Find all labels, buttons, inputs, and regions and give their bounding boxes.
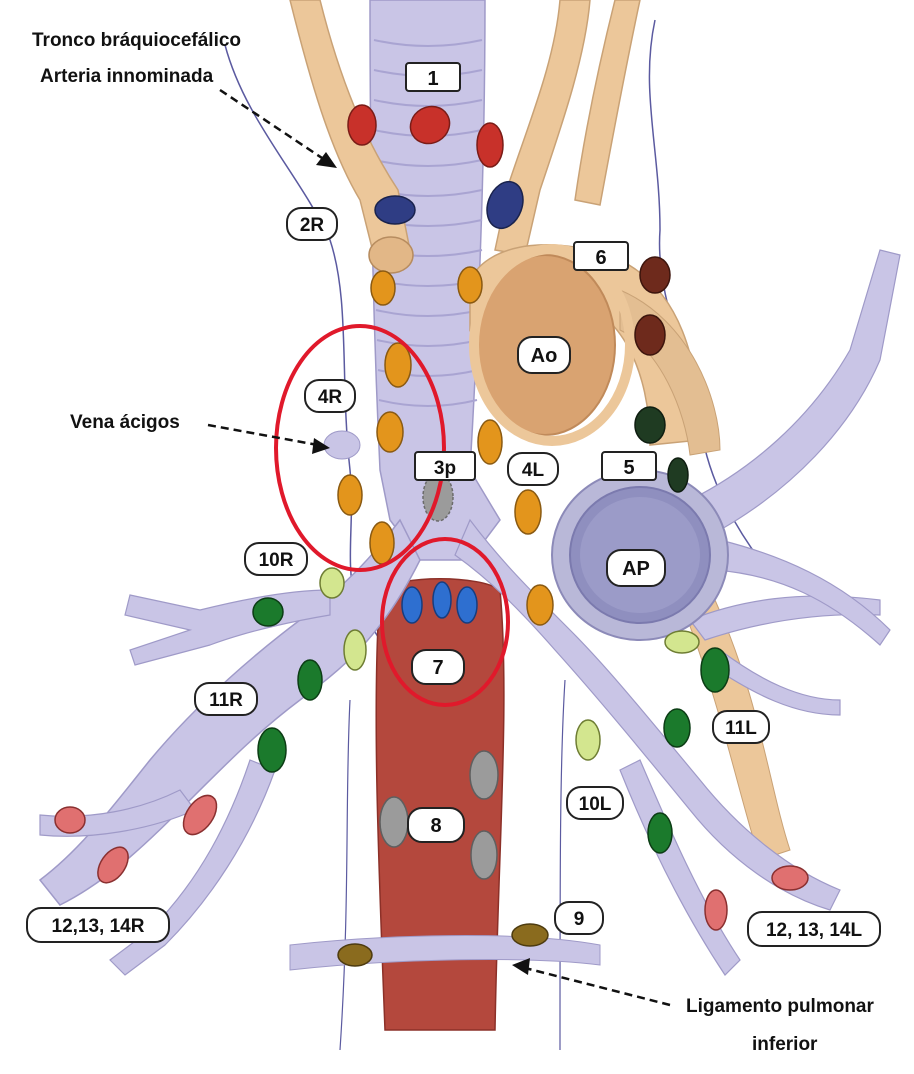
station-label-1-text: 1 <box>427 68 438 90</box>
node-7a <box>402 587 422 623</box>
node-4r-c <box>377 412 403 452</box>
node-10r-a <box>320 568 344 598</box>
station-label-4l-text: 4L <box>522 460 545 481</box>
station-label-9-text: 9 <box>574 909 585 930</box>
node-10l-a <box>665 631 699 653</box>
node-11l-a <box>701 648 729 692</box>
station-label-7: 7 <box>412 650 464 684</box>
node-1a <box>348 105 376 145</box>
node-11r-b <box>298 660 322 700</box>
node-4r-e <box>370 522 394 564</box>
station-label-2r-text: 2R <box>300 215 325 236</box>
station-label-5: 5 <box>602 452 656 480</box>
ligament-annotation-line1: Ligamento pulmonar <box>686 996 875 1017</box>
node-12l-a <box>772 866 808 890</box>
ligament-arrowhead <box>512 958 530 975</box>
node-4l-c <box>515 490 541 534</box>
station-label-7-text: 7 <box>432 657 443 679</box>
left-pleura-lower <box>560 680 565 1050</box>
station-label-8: 8 <box>408 808 464 842</box>
station-label-12r: 12,13, 14R <box>27 908 169 942</box>
station-label-3p-text: 3p <box>434 458 456 479</box>
node-5b <box>668 458 688 492</box>
node-9a <box>338 944 372 966</box>
station-label-2r: 2R <box>287 208 337 240</box>
node-10r-b <box>344 630 366 670</box>
node-7b <box>433 582 451 618</box>
station-label-11l-text: 11L <box>725 718 757 739</box>
node-4r-d <box>338 475 362 515</box>
node-6b <box>635 315 665 355</box>
station-label-12l: 12, 13, 14L <box>748 912 880 946</box>
brachiocephalic-annotation-line2: Arteria innominada <box>40 66 214 87</box>
node-12r-a <box>55 807 85 833</box>
station-label-10r: 10R <box>245 543 307 575</box>
node-1c <box>477 123 503 167</box>
pulmonary-artery-label-text: AP <box>622 558 650 580</box>
node-6a <box>640 257 670 293</box>
brachiocephalic-annotation-line1: Tronco bráquiocefálico <box>32 30 241 51</box>
ligament-arrow <box>525 968 670 1005</box>
pulmonary-artery-label: AP <box>607 550 665 586</box>
azygos-annotation: Vena ácigos <box>70 412 180 433</box>
right-pleura-lower <box>340 700 350 1050</box>
station-label-6-text: 6 <box>595 247 606 269</box>
node-11l-b <box>664 709 690 747</box>
station-label-5-text: 5 <box>623 457 634 479</box>
station-label-8-text: 8 <box>430 815 441 837</box>
node-11r-c <box>258 728 286 772</box>
left-pulmonary-artery-branch <box>690 250 900 530</box>
node-11r-a <box>253 598 283 626</box>
azygos-arrow <box>208 425 318 445</box>
node-8a <box>470 751 498 799</box>
node-8b <box>380 797 408 847</box>
node-2r <box>375 196 415 224</box>
brachiocephalic-arrow <box>220 90 325 160</box>
station-7-nodes <box>402 582 477 623</box>
station-label-11r: 11R <box>195 683 257 715</box>
ligament-annotation-line2: inferior <box>752 1034 818 1055</box>
aorta-label-text: Ao <box>531 345 558 367</box>
node-10l-b <box>576 720 600 760</box>
node-5a <box>635 407 665 443</box>
node-4r-a <box>371 271 395 305</box>
node-9b <box>512 924 548 946</box>
node-8c <box>471 831 497 879</box>
node-11l-c <box>648 813 672 853</box>
node-4l-a <box>458 267 482 303</box>
station-label-12l-text: 12, 13, 14L <box>766 920 863 941</box>
azygos-vein <box>324 431 360 459</box>
brachiocephalic-artery-cut <box>369 237 413 273</box>
aorta-label: Ao <box>518 337 570 373</box>
station-label-3p: 3p <box>415 452 475 480</box>
station-label-4l: 4L <box>508 453 558 485</box>
station-label-10l: 10L <box>567 787 623 819</box>
station-label-4r-text: 4R <box>318 387 343 408</box>
node-4l-d <box>527 585 553 625</box>
station-label-10l-text: 10L <box>579 794 612 815</box>
node-12l-b <box>705 890 727 930</box>
node-4l-b <box>478 420 502 464</box>
station-label-12r-text: 12,13, 14R <box>52 916 145 937</box>
station-label-10r-text: 10R <box>259 550 294 571</box>
brachiocephalic-arrowhead <box>316 152 337 168</box>
station-label-1: 1 <box>406 63 460 91</box>
station-label-9: 9 <box>555 902 603 934</box>
station-label-6: 6 <box>574 242 628 270</box>
station-label-4r: 4R <box>305 380 355 412</box>
station-label-11l: 11L <box>713 711 769 743</box>
node-7c <box>457 587 477 623</box>
station-label-11r-text: 11R <box>209 690 243 711</box>
